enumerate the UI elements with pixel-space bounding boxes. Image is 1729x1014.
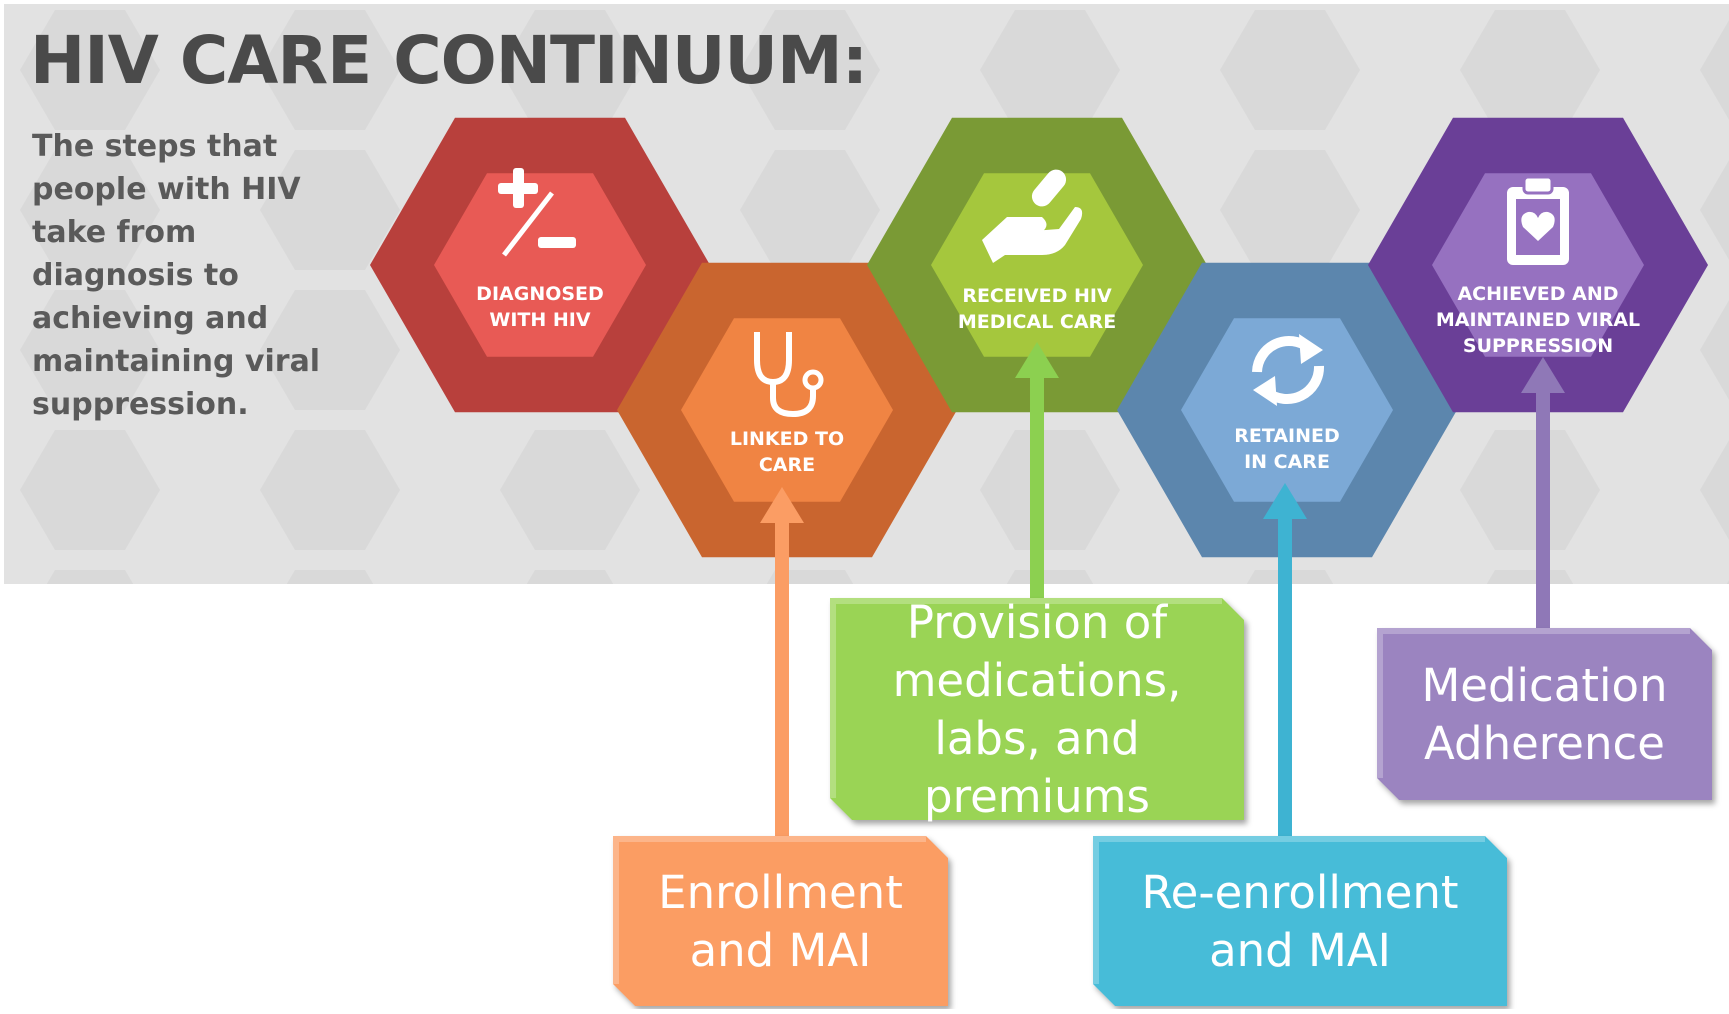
step-label-line: MEDICAL CARE bbox=[958, 311, 1116, 333]
step-inner-hexagon bbox=[434, 173, 646, 357]
step-label: RECEIVED HIV MEDICAL CARE bbox=[958, 285, 1116, 333]
arrow-shaft bbox=[1278, 513, 1292, 838]
program-label-line: Medication bbox=[1421, 659, 1667, 712]
continuum-step: RECEIVED HIV MEDICAL CARE bbox=[867, 117, 1207, 413]
step-inner-hexagon bbox=[1181, 318, 1393, 502]
program-arrow bbox=[1015, 342, 1059, 600]
program-label-line: medications, bbox=[893, 654, 1182, 707]
program-box-shape bbox=[1377, 628, 1712, 800]
continuum-step: DIAGNOSED WITH HIV bbox=[370, 117, 710, 413]
arrow-head bbox=[1521, 357, 1565, 393]
program-label-line: Enrollment bbox=[658, 866, 903, 919]
step-label-line: MAINTAINED VIRAL bbox=[1436, 309, 1640, 331]
step-label-line: RETAINED bbox=[1234, 425, 1340, 447]
hand-pill-icon bbox=[982, 169, 1083, 263]
arrow-shaft bbox=[775, 517, 789, 838]
program-arrow bbox=[1263, 483, 1307, 838]
continuum-steps: DIAGNOSED WITH HIV LINKED TO CARE RECEIVED H… bbox=[370, 117, 1708, 558]
step-inner-hexagon bbox=[681, 318, 893, 502]
arrow-shaft bbox=[1536, 387, 1550, 630]
program-label-line: labs, and bbox=[934, 712, 1139, 765]
clipboard-heart-icon bbox=[1507, 175, 1569, 265]
arrow-head bbox=[1015, 342, 1059, 378]
arrows bbox=[760, 342, 1565, 838]
step-label-line: CARE bbox=[759, 454, 815, 476]
program-arrow bbox=[1521, 357, 1565, 630]
step-label: ACHIEVED AND MAINTAINED VIRAL SUPPRESSION bbox=[1436, 283, 1640, 357]
step-label: LINKED TO CARE bbox=[730, 428, 844, 476]
page-description: The steps that people with HIV take from… bbox=[32, 129, 321, 422]
program-label-line: and MAI bbox=[1209, 924, 1391, 977]
step-label-line: LINKED TO bbox=[730, 428, 844, 450]
plus-minus-icon bbox=[498, 168, 576, 257]
arrow-shaft bbox=[1030, 372, 1044, 600]
step-label-line: WITH HIV bbox=[489, 309, 590, 331]
step-label: DIAGNOSED WITH HIV bbox=[476, 283, 604, 331]
step-inner-hexagon bbox=[931, 173, 1143, 357]
step-label: RETAINED IN CARE bbox=[1234, 425, 1340, 473]
refresh-cycle-icon bbox=[1252, 334, 1324, 406]
arrow-head bbox=[760, 487, 804, 523]
step-label-line: DIAGNOSED bbox=[476, 283, 604, 305]
program-label-line: Re-enrollment bbox=[1141, 866, 1458, 919]
continuum-step: LINKED TO CARE bbox=[617, 262, 957, 558]
program-label-line: premiums bbox=[924, 770, 1150, 823]
step-label-line: IN CARE bbox=[1244, 451, 1330, 473]
program-label-line: and MAI bbox=[690, 924, 872, 977]
stethoscope-icon bbox=[754, 332, 824, 418]
program-label-line: Provision of bbox=[907, 596, 1168, 649]
step-label-line: SUPPRESSION bbox=[1463, 335, 1613, 357]
continuum-step: ACHIEVED AND MAINTAINED VIRAL SUPPRESSION bbox=[1368, 117, 1708, 413]
arrow-head bbox=[1263, 483, 1307, 519]
step-label-line: RECEIVED HIV bbox=[962, 285, 1112, 307]
program-box-shape bbox=[1093, 836, 1507, 1006]
program-arrow bbox=[760, 487, 804, 838]
program-box-shape bbox=[830, 598, 1244, 820]
page-title: HIV CARE CONTINUUM: bbox=[30, 22, 868, 99]
step-label-line: ACHIEVED AND bbox=[1457, 283, 1618, 305]
program-box-shape bbox=[613, 836, 948, 1006]
continuum-step: RETAINED IN CARE bbox=[1117, 262, 1457, 558]
program-label-line: Adherence bbox=[1424, 717, 1665, 770]
